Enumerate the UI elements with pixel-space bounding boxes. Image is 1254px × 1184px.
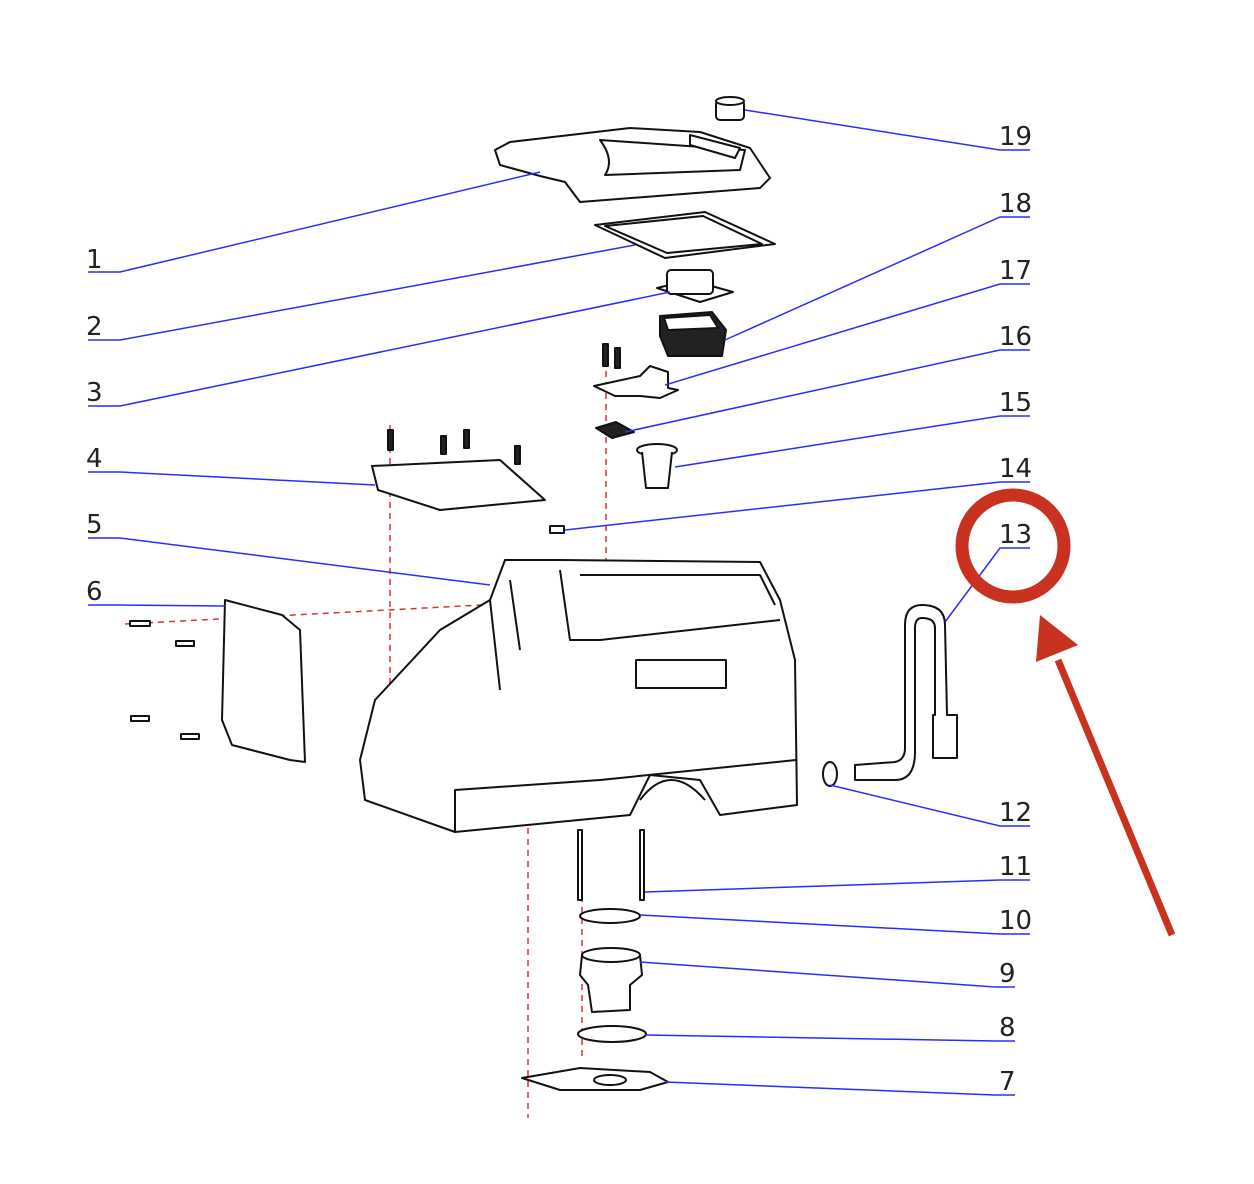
part-19-cap (715, 96, 745, 121)
callout-14: 14 (999, 454, 1032, 484)
part-14-pin (549, 525, 565, 534)
part-6-side-panel (129, 599, 306, 763)
callout-12: 12 (999, 798, 1032, 828)
leader-18 (724, 216, 1030, 341)
part-12-ring (822, 761, 838, 787)
leader-6 (88, 604, 226, 607)
parts (129, 96, 958, 1091)
leader-9 (639, 961, 1015, 988)
leader-10 (639, 914, 1030, 935)
leader-7 (664, 1081, 1015, 1096)
callout-5: 5 (86, 510, 103, 540)
part-2-gasket (594, 211, 776, 259)
part-10-washer (579, 908, 641, 924)
leader-12 (829, 784, 1030, 827)
leader-lines (88, 109, 1030, 1096)
leader-14 (564, 481, 1030, 531)
callout-16: 16 (999, 322, 1032, 352)
part-1-top-cover (494, 127, 771, 203)
callout-2: 2 (86, 312, 103, 342)
leader-15 (674, 415, 1030, 468)
highlight-annotation (955, 488, 1176, 937)
part-11-rods (577, 829, 645, 901)
circle-icon (955, 488, 1071, 604)
leader-5 (88, 537, 491, 586)
leader-16 (624, 349, 1030, 433)
callout-8: 8 (999, 1013, 1016, 1043)
part-18-filter (659, 311, 727, 357)
part-17-bracket (593, 343, 679, 399)
callout-labels: 1 2 3 4 5 6 19 18 17 16 15 14 13 12 11 1… (86, 122, 1032, 1097)
leader-1 (88, 171, 541, 273)
leader-3 (88, 291, 671, 407)
callout-15: 15 (999, 388, 1032, 418)
callout-10: 10 (999, 906, 1032, 936)
arrow-icon (1036, 615, 1176, 937)
callout-1: 1 (86, 245, 103, 275)
callout-13: 13 (999, 520, 1032, 550)
callout-6: 6 (86, 577, 103, 607)
part-7-base-plate (521, 1067, 669, 1091)
leader-8 (644, 1034, 1015, 1042)
callout-19: 19 (999, 122, 1032, 152)
callout-3: 3 (86, 378, 103, 408)
leader-2 (88, 244, 636, 341)
leader-17 (664, 283, 1030, 386)
callout-11: 11 (999, 852, 1032, 882)
callout-9: 9 (999, 959, 1016, 989)
leader-13 (944, 547, 1030, 623)
part-15-cup (636, 443, 678, 489)
leader-4 (88, 471, 376, 486)
callout-17: 17 (999, 256, 1032, 286)
callout-7: 7 (999, 1067, 1016, 1097)
axis-line (124, 603, 501, 625)
part-3-filter-cover (656, 269, 734, 303)
part-13-hose (854, 604, 958, 781)
part-4-plate (371, 429, 546, 511)
leader-11 (644, 879, 1030, 893)
part-5-main-body (359, 559, 798, 833)
callout-18: 18 (999, 189, 1032, 219)
part-9-motor (579, 947, 643, 1013)
part-8-gasket (577, 1025, 647, 1043)
callout-4: 4 (86, 444, 103, 474)
part-16-plate (595, 421, 635, 439)
leader-19 (744, 109, 1030, 151)
